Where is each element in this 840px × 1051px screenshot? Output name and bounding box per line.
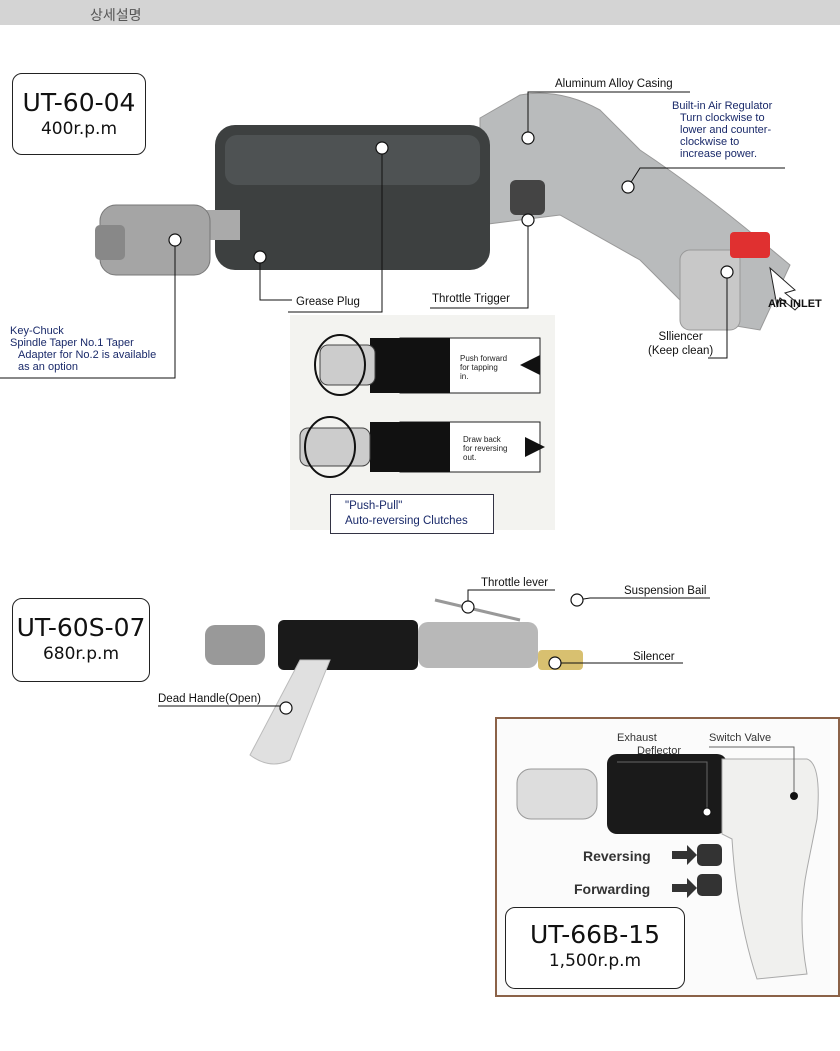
draw-line: for reversing [463,444,508,453]
product-frame-ut-66b-15: Exhaust Deflector Switch Valve Reversing… [495,717,840,997]
exhaust-line: Exhaust [617,732,657,744]
silencer-line: Slliencer [658,331,703,343]
label-key-chuck: Key-Chuck Spindle Taper No.1 Taper Adapt… [10,325,156,373]
push-line: in. [460,372,469,381]
regulator-line: Turn clockwise to [680,112,765,124]
label-throttle-lever: Throttle lever [481,577,549,589]
diagram-push-text: Push forward for tapping in. [460,354,507,381]
model-name: UT-66B-15 [529,920,661,949]
model-badge-ut-60-04: UT-60-04 400r.p.m [12,73,146,155]
label-air-inlet: AIR INLET [768,298,822,310]
label-regulator: Built-in Air Regulator Turn clockwise to… [672,100,772,160]
model-name: UT-60-04 [22,88,136,117]
label-exhaust-deflector: Exhaust Deflector [617,732,681,758]
model-badge-ut-66b-15: UT-66B-15 1,500r.p.m [505,907,685,989]
drill-ut-60-04-image [95,92,801,331]
regulator-line: Built-in Air Regulator [672,100,773,112]
regulator-line: increase power. [680,148,758,160]
model-rpm: 680r.p.m [42,644,120,664]
push-line: Push forward [460,354,508,363]
diagram-draw-text: Draw back for reversing out. [463,435,507,462]
model-name: UT-60S-07 [16,613,146,642]
caption-line: "Push-Pull" [345,500,403,512]
diagram-caption: "Push-Pull" Auto-reversing Clutches [330,494,494,534]
label-dead-handle: Dead Handle(Open) [158,693,261,705]
draw-line: Draw back [463,435,501,444]
draw-arrow-icon [525,437,545,457]
chuck-line: Spindle Taper No.1 Taper [10,337,134,349]
push-arrow-icon [520,355,540,375]
regulator-line: lower and counter- [680,124,772,136]
chuck-line: Key-Chuck [10,325,64,337]
forwarding-arrow-icon [672,878,697,898]
chuck-line: Adapter for No.2 is available [18,349,157,361]
silencer-line: (Keep clean) [648,345,714,357]
model-rpm: 400r.p.m [40,119,118,139]
label-suspension-bail: Suspension Bail [624,585,707,597]
push-line: for tapping [460,363,498,372]
drill-ut-60s-07-image [205,598,583,765]
chuck-line: as an option [18,361,78,373]
draw-line: out. [463,453,477,462]
air-inlet-arrow-icon [769,266,801,311]
label-switch-valve: Switch Valve [709,732,772,744]
drill-ut-66b-15-image [516,746,819,980]
caption-line: Auto-reversing Clutches [345,515,468,527]
label-reversing: Reversing [583,848,651,864]
reversing-arrow-icon [672,845,697,865]
section-title: 상세설명 [90,8,142,24]
label-silencer-2: Silencer [633,651,675,663]
label-throttle-trigger: Throttle Trigger [432,293,510,305]
label-silencer: Slliencer (Keep clean) [648,330,713,358]
model-badge-ut-60s-07: UT-60S-07 680r.p.m [12,598,150,682]
regulator-line: clockwise to [680,136,740,148]
section-header: 상세설명 [0,0,840,25]
label-forwarding: Forwarding [574,881,651,897]
label-grease-plug: Grease Plug [296,296,360,308]
callout-dot-icons [168,131,734,715]
label-casing: Aluminum Alloy Casing [555,78,673,90]
exhaust-line: Deflector [637,745,682,757]
model-rpm: 1,500r.p.m [548,951,642,971]
